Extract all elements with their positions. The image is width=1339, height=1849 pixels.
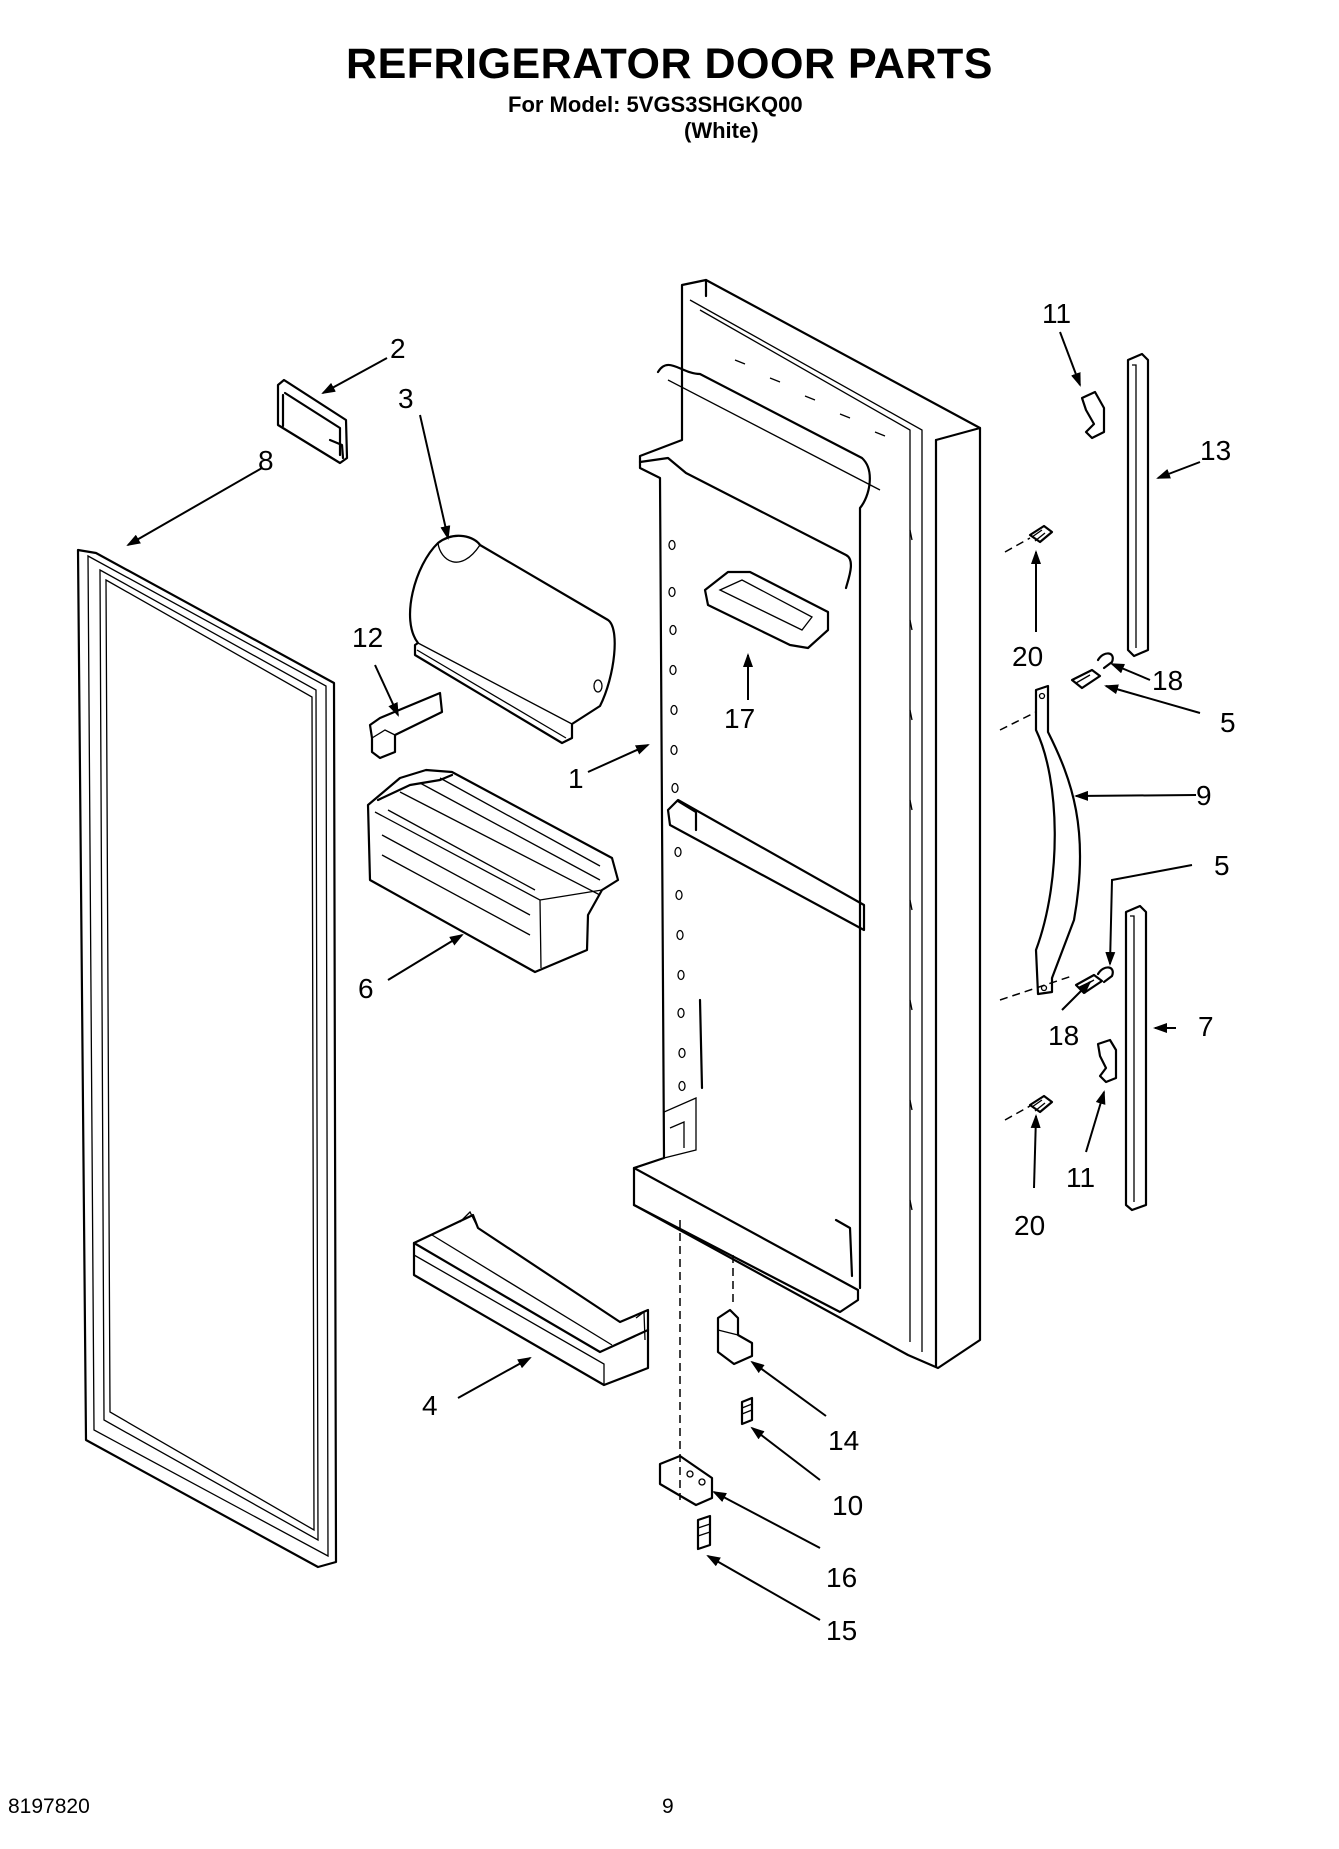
door-gasket-part-8 — [76, 548, 338, 1569]
hinge-bracket-part-16 — [658, 1454, 714, 1507]
handle-axis-line-lower — [999, 975, 1073, 1001]
callout-4: 4 — [422, 1390, 438, 1421]
handle-trim-part-13 — [1126, 352, 1150, 658]
callout-11-upper: 11 — [1042, 298, 1071, 329]
model-number: For Model: 5VGS3SHGKQ00 — [508, 92, 803, 117]
screw-part-20-upper — [1028, 524, 1054, 544]
callout-6: 6 — [358, 973, 374, 1004]
callout-9: 9 — [1196, 780, 1212, 811]
clip-part-11-lower — [1096, 1038, 1118, 1084]
callout-3: 3 — [398, 383, 414, 414]
screw-part-10 — [740, 1396, 754, 1426]
callout-12: 12 — [352, 622, 383, 653]
callout-18-upper: 18 — [1152, 665, 1183, 696]
door-bin-part-6 — [366, 768, 620, 974]
callout-1: 1 — [568, 763, 584, 794]
screw-part-5-upper — [1070, 668, 1102, 690]
door-tray-part-17 — [703, 570, 830, 650]
leader-arrows — [126, 331, 1201, 1621]
washer-part-18-upper — [1096, 652, 1114, 670]
callout-14: 14 — [828, 1425, 859, 1456]
screw-axis-line-upper — [1004, 537, 1031, 553]
dairy-door-part-3 — [409, 534, 616, 745]
callout-20-upper: 20 — [1012, 641, 1043, 672]
handle-trim-part-7 — [1124, 904, 1148, 1212]
callout-11-lower: 11 — [1066, 1162, 1095, 1193]
page-title: REFRIGERATOR DOOR PARTS — [346, 40, 993, 88]
door-shelf-part-4 — [412, 1210, 650, 1387]
screw-part-20-lower — [1028, 1094, 1054, 1114]
screw-axis-line-lower — [1004, 1105, 1031, 1121]
callout-7: 7 — [1198, 1011, 1214, 1042]
handle-axis-line-upper — [999, 711, 1037, 731]
door-clip-part-12 — [368, 691, 444, 760]
callout-10: 10 — [832, 1490, 863, 1521]
color-variant: (White) — [684, 118, 759, 143]
callout-8: 8 — [258, 445, 274, 476]
document-number: 8197820 — [8, 1795, 90, 1818]
callout-15: 15 — [826, 1615, 857, 1646]
door-handle-part-9 — [1034, 684, 1082, 996]
callout-17: 17 — [724, 703, 755, 734]
washer-part-18-lower — [1096, 966, 1114, 984]
hinge-pin-part-14 — [716, 1308, 754, 1366]
screw-part-15 — [696, 1514, 712, 1551]
door-liner-part-1 — [632, 278, 982, 1370]
callout-16: 16 — [826, 1562, 857, 1593]
callout-2: 2 — [390, 333, 406, 364]
callout-5-lower: 5 — [1214, 850, 1230, 881]
callout-20-lower: 20 — [1014, 1210, 1045, 1241]
clip-part-11-upper — [1080, 390, 1106, 440]
shelf-bracket-part-2 — [276, 378, 349, 465]
callout-5-upper: 5 — [1220, 707, 1236, 738]
page-number: 9 — [662, 1795, 674, 1818]
callout-13: 13 — [1200, 435, 1231, 466]
callout-18-lower: 18 — [1048, 1020, 1079, 1051]
